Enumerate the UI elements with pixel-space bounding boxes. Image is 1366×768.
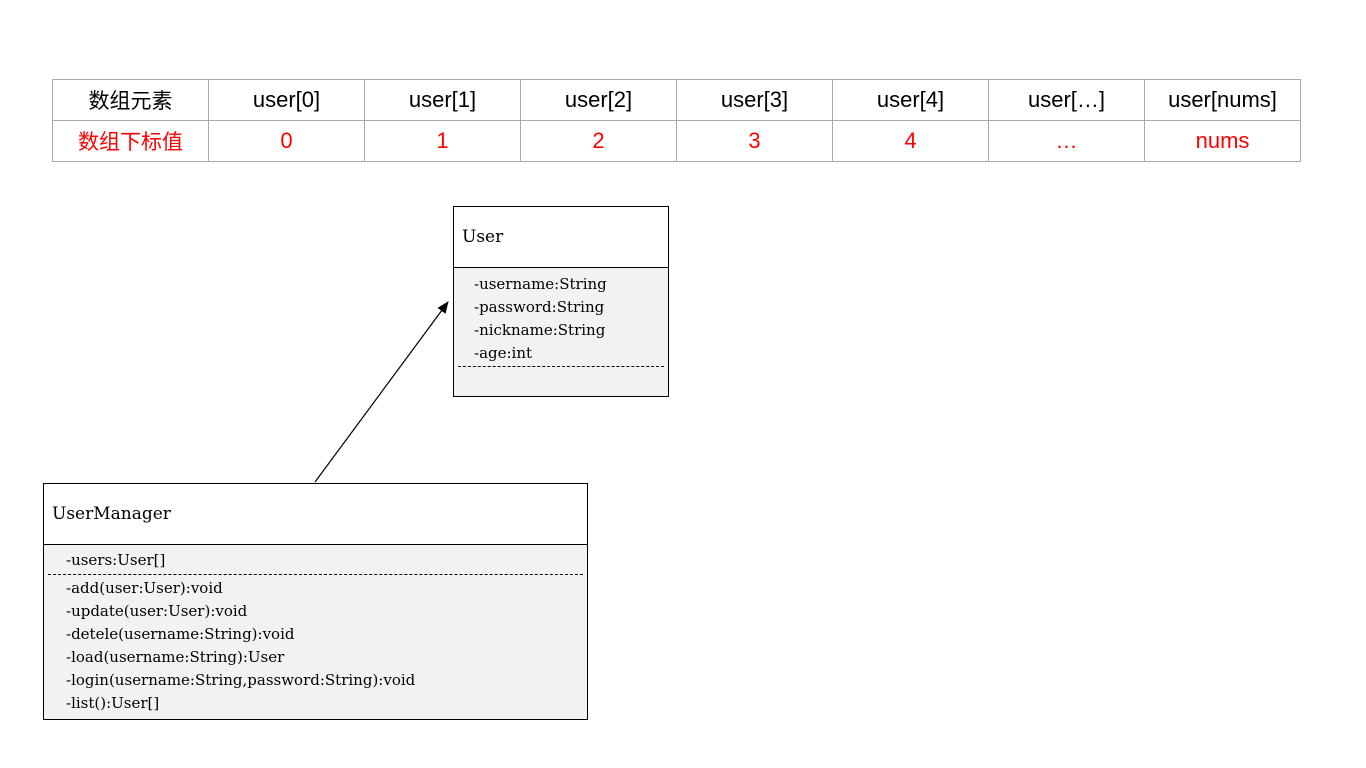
element-cell: user[2] bbox=[520, 79, 677, 121]
class-method: -detele(username:String):void bbox=[66, 625, 295, 643]
class-method: -login(username:String,password:String):… bbox=[66, 671, 416, 689]
class-attribute: -password:String bbox=[474, 298, 605, 316]
class-method: -add(user:User):void bbox=[66, 579, 223, 597]
element-cell: user[…] bbox=[988, 79, 1145, 121]
class-method: -load(username:String):User bbox=[66, 648, 285, 666]
class-attribute: -users:User[] bbox=[66, 551, 166, 569]
usermanager-class-methods: -add(user:User):void -update(user:User):… bbox=[44, 575, 587, 715]
index-cell: 3 bbox=[676, 120, 833, 162]
element-cell: user[3] bbox=[676, 79, 833, 121]
array-element-row: 数组元素 user[0] user[1] user[2] user[3] use… bbox=[52, 79, 1301, 121]
index-cell: 4 bbox=[832, 120, 989, 162]
element-cell: user[1] bbox=[364, 79, 521, 121]
usermanager-class-box: UserManager -users:User[] -add(user:User… bbox=[43, 483, 588, 720]
usermanager-class-attributes: -users:User[] bbox=[44, 545, 587, 574]
class-method: -list():User[] bbox=[66, 694, 160, 712]
element-row-header: 数组元素 bbox=[52, 79, 209, 121]
element-cell: user[0] bbox=[208, 79, 365, 121]
class-attribute: -nickname:String bbox=[474, 321, 606, 339]
class-method: -update(user:User):void bbox=[66, 602, 248, 620]
index-cell: 2 bbox=[520, 120, 677, 162]
index-cell: 1 bbox=[364, 120, 521, 162]
index-cell: 0 bbox=[208, 120, 365, 162]
usermanager-class-divider bbox=[48, 574, 583, 575]
user-class-name: User bbox=[454, 207, 668, 268]
association-arrow bbox=[314, 301, 449, 483]
index-row-header: 数组下标值 bbox=[52, 120, 209, 162]
class-attribute: -age:int bbox=[474, 344, 533, 362]
user-class-divider bbox=[458, 366, 664, 367]
user-class-attributes: -username:String -password:String -nickn… bbox=[454, 268, 668, 366]
array-index-table: 数组元素 user[0] user[1] user[2] user[3] use… bbox=[52, 79, 1301, 162]
usermanager-class-name: UserManager bbox=[44, 484, 587, 545]
user-class-box: User -username:String -password:String -… bbox=[453, 206, 669, 397]
index-cell: … bbox=[988, 120, 1145, 162]
element-cell: user[4] bbox=[832, 79, 989, 121]
class-attribute: -username:String bbox=[474, 275, 607, 293]
index-cell: nums bbox=[1144, 120, 1301, 162]
array-index-row: 数组下标值 0 1 2 3 4 … nums bbox=[52, 120, 1301, 162]
element-cell: user[nums] bbox=[1144, 79, 1301, 121]
